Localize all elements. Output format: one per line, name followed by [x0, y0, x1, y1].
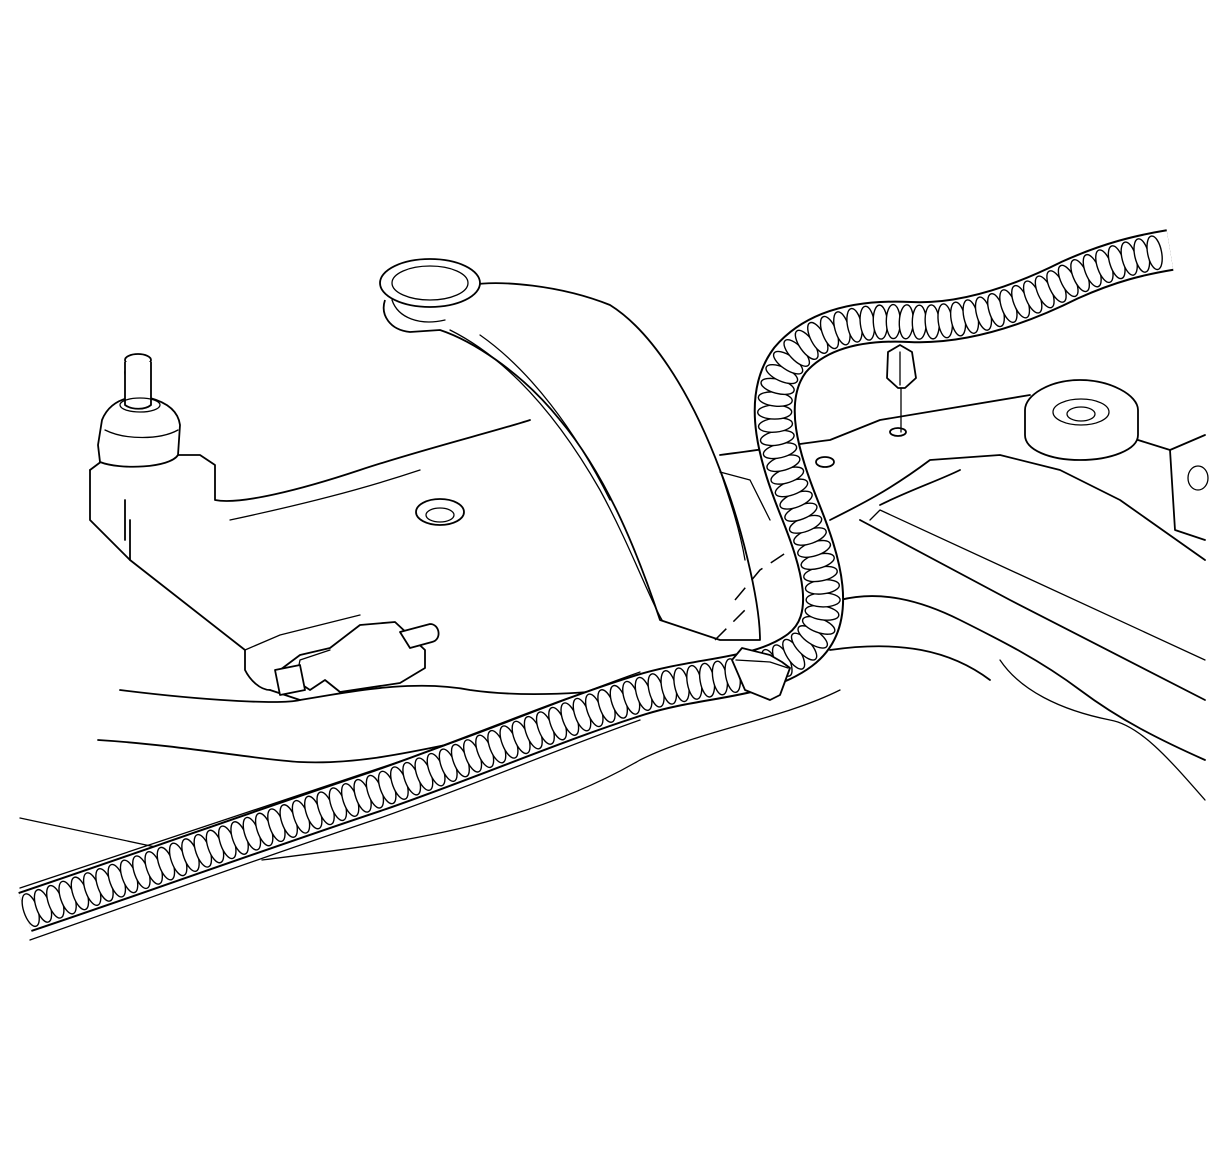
strut-mount [1024, 379, 1209, 541]
conduit-rib [805, 592, 841, 608]
push-pin-retainer [886, 344, 917, 433]
crossmember [719, 394, 1206, 801]
conduit-rib [1146, 235, 1163, 271]
ball-joint [97, 353, 181, 468]
callout-leader [19, 817, 161, 849]
control-arm-bushing [379, 258, 761, 641]
convoluted-conduit-harness [18, 229, 1174, 941]
conduit-rib [757, 404, 793, 420]
hidden-line [714, 549, 791, 641]
harness-clip [731, 647, 791, 701]
stabilizer-link-mount [274, 621, 440, 696]
conduit-rib [885, 303, 902, 340]
conduit-rib [911, 304, 928, 340]
conduit-ribs [21, 235, 1163, 928]
